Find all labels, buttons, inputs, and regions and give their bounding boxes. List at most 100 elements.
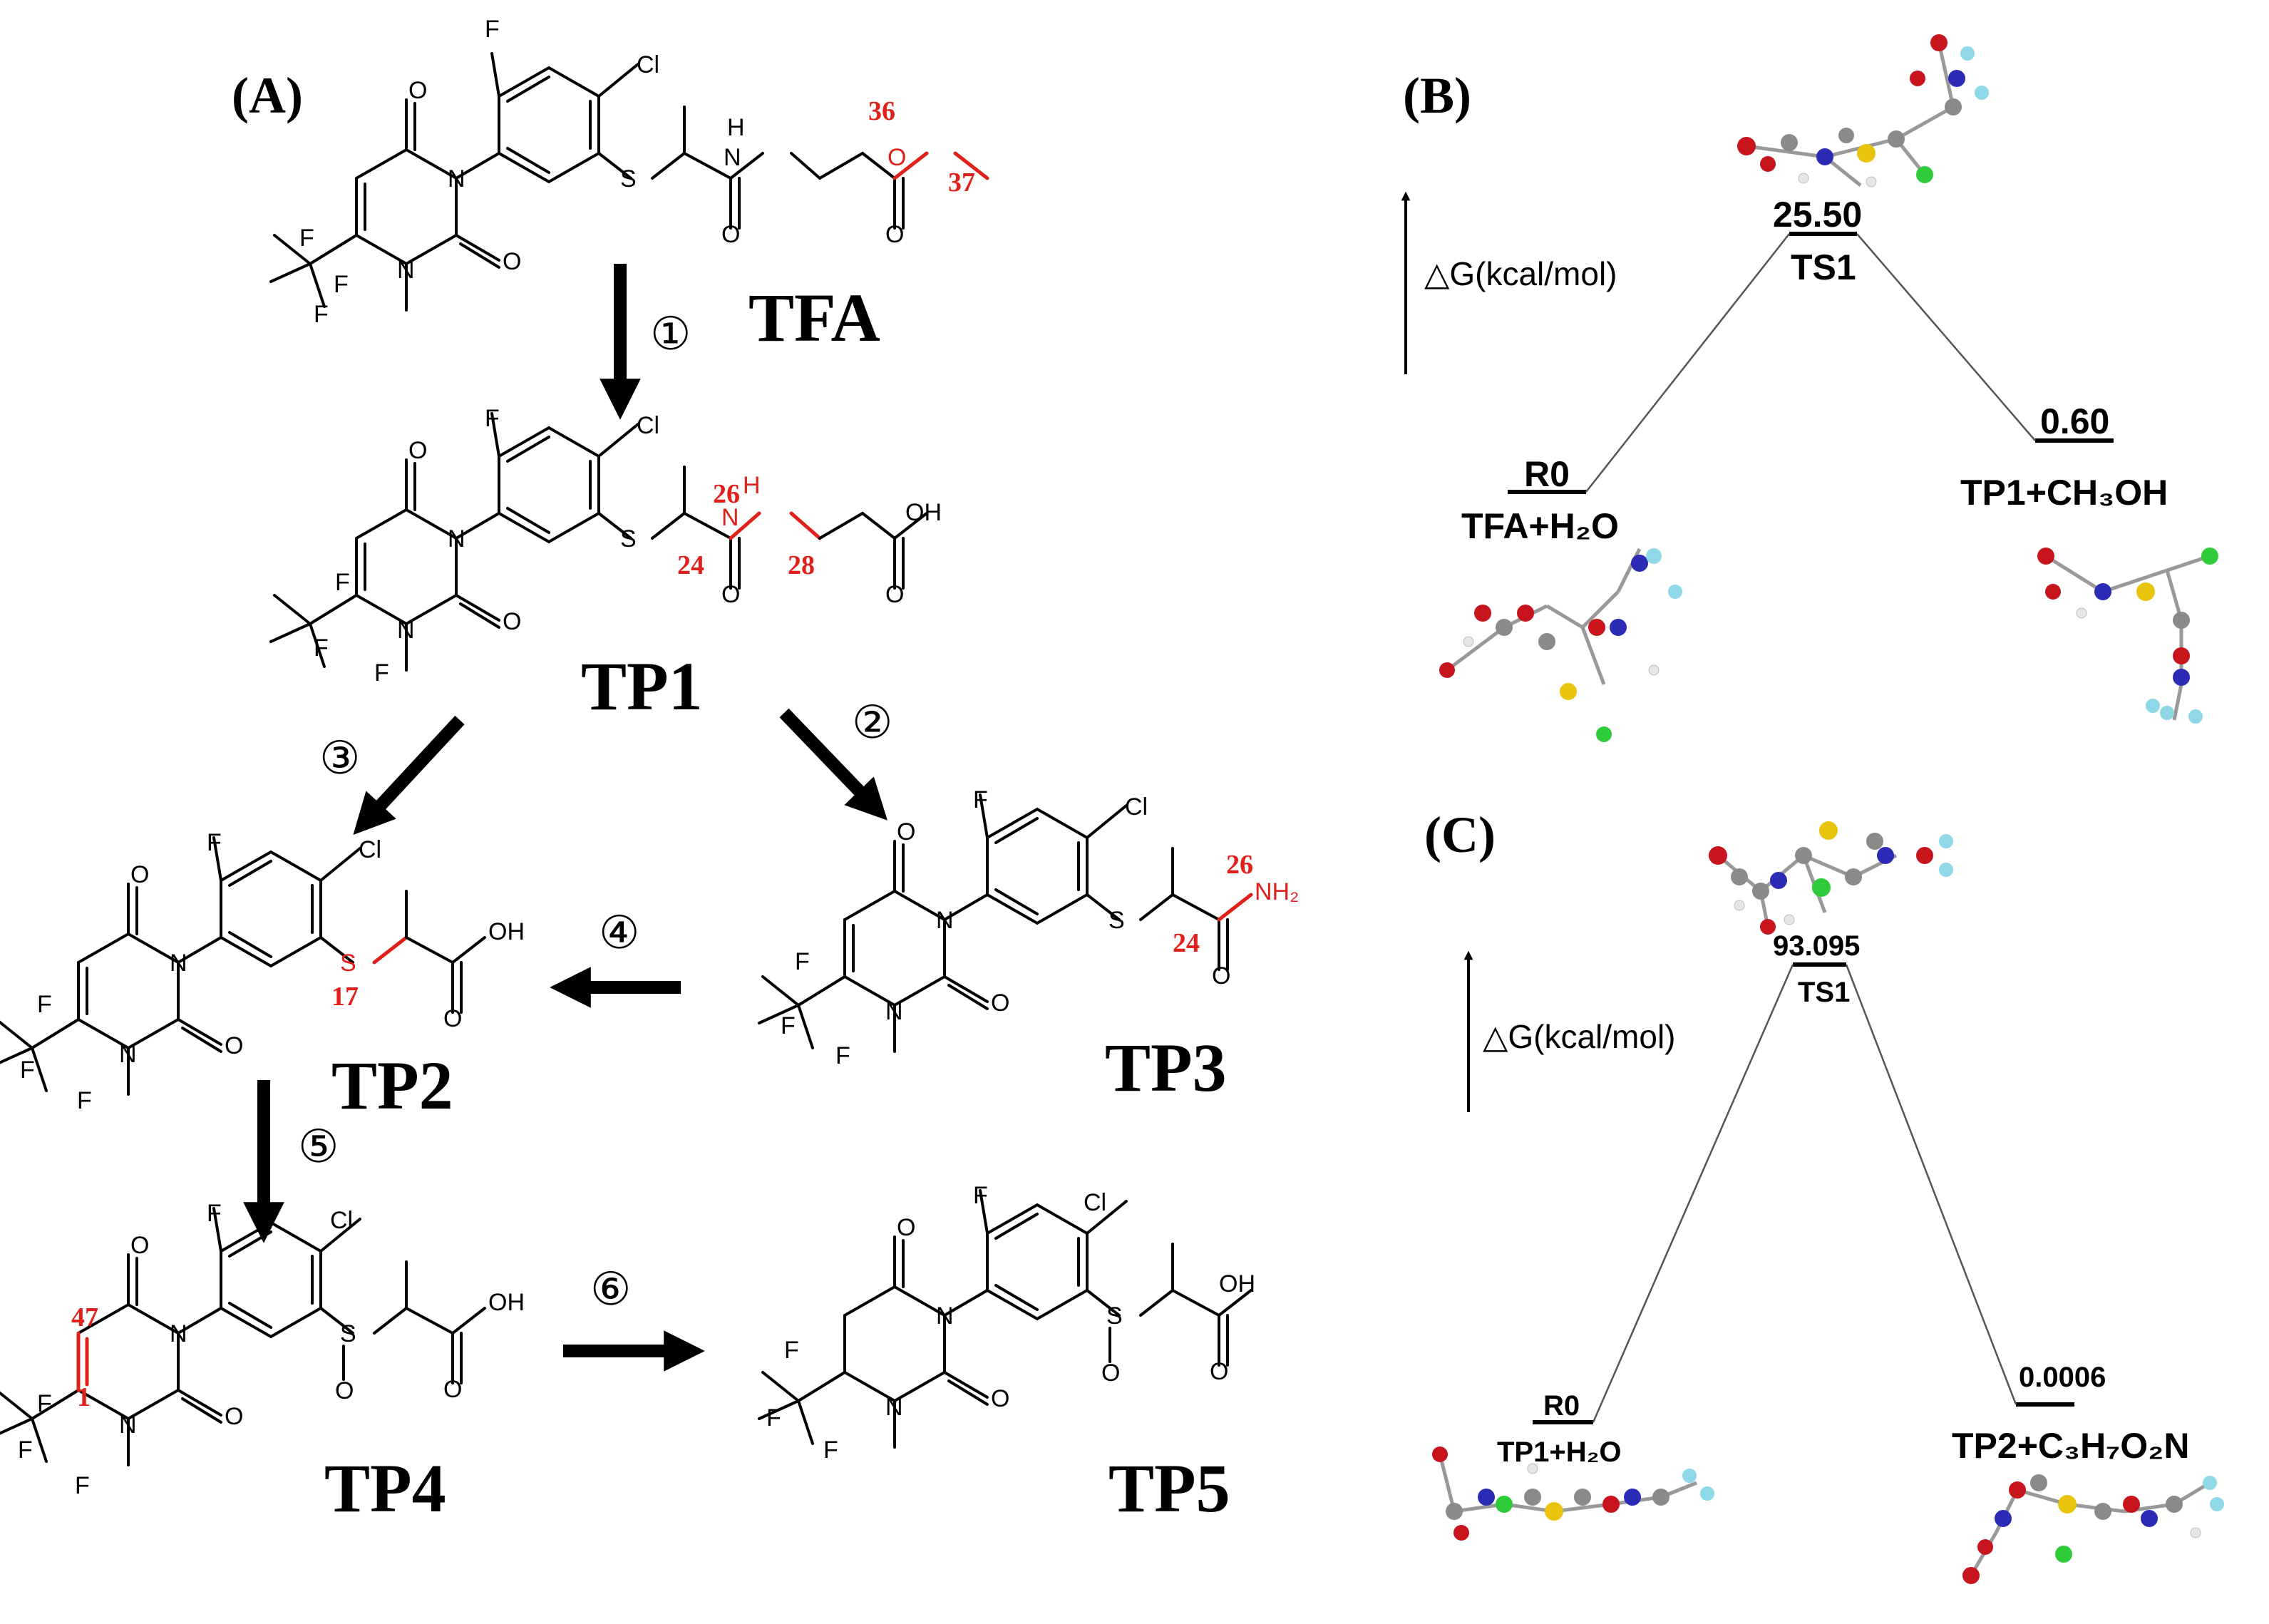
molecule-tfa xyxy=(269,52,989,312)
reaction-path xyxy=(1592,964,1794,1423)
atom-s: S xyxy=(620,525,637,553)
level-label-ts1: TS1 xyxy=(1791,247,1856,287)
species-label: TP1+CH₃OH xyxy=(1960,473,2168,513)
atom-o: O xyxy=(897,818,915,846)
atom-o: O xyxy=(721,581,740,608)
atom-o: O xyxy=(225,1403,243,1430)
species-label: TP2+C₃H₇O₂N xyxy=(1952,1426,2189,1466)
atom-f: F xyxy=(485,405,500,432)
atom-n: N xyxy=(119,1041,137,1068)
atom-o: O xyxy=(1210,1358,1228,1385)
atom-n: N xyxy=(170,1320,187,1347)
atom-n: N xyxy=(936,907,954,934)
atom-n: N xyxy=(397,257,415,284)
atom-f: F xyxy=(314,301,329,328)
atom-number: 24 xyxy=(1173,928,1200,958)
atom-f: F xyxy=(75,1472,90,1499)
atom-n: N xyxy=(936,1302,954,1330)
atom-f: F xyxy=(314,634,329,662)
molecule-model-ts1-c xyxy=(1709,821,1953,935)
atom-n: N xyxy=(448,525,465,553)
atom-f: F xyxy=(207,1200,222,1227)
atom-n: N xyxy=(119,1412,137,1439)
level-label-r0: R0 xyxy=(1524,454,1570,494)
atom-f: F xyxy=(335,569,350,596)
tp3-atom-labels: F Cl O N N O F F F S O NH₂ 26 24 xyxy=(781,786,1299,1069)
atom-o: O xyxy=(130,1232,149,1259)
atom-o: O xyxy=(408,77,427,104)
atom-n: N xyxy=(397,617,415,644)
atom-number: 47 xyxy=(71,1302,98,1332)
atom-o: O xyxy=(991,990,1009,1017)
energy-value: 0.0006 xyxy=(2019,1362,2106,1393)
atom-f: F xyxy=(18,1437,33,1464)
atom-number: 17 xyxy=(331,982,359,1012)
atom-o: O xyxy=(897,1214,915,1241)
species-label: TP1+H₂O xyxy=(1497,1437,1622,1468)
atom-number: 26 xyxy=(713,479,740,509)
atom-n: N xyxy=(170,950,187,977)
panel-a-label: (A) xyxy=(232,67,303,124)
atom-f: F xyxy=(766,1404,781,1432)
atom-number: 24 xyxy=(677,550,704,580)
molecule-model-ts1-b xyxy=(1737,34,1989,187)
atom-f: F xyxy=(299,225,314,252)
step-marker: ⑥ xyxy=(590,1263,631,1316)
tp1-atom-labels: F Cl O N N O F F F S N H O O OH 26 24 28 xyxy=(314,405,942,687)
atom-o: O xyxy=(408,437,427,464)
atom-n: N xyxy=(885,998,903,1025)
atom-o: O xyxy=(1212,962,1230,990)
atom-f: F xyxy=(973,1182,988,1209)
step-marker: ⑤ xyxy=(298,1121,339,1173)
molecule-name: TP4 xyxy=(324,1450,446,1526)
step-marker: ③ xyxy=(319,732,360,785)
step-marker: ② xyxy=(852,697,892,749)
atom-number: 36 xyxy=(868,96,895,126)
tp4-atom-labels: F Cl O N N O F F F S O O OH 47 1 xyxy=(18,1200,525,1499)
atom-o: O xyxy=(887,144,906,171)
level-label-ts1: TS1 xyxy=(1798,977,1850,1008)
reaction-path xyxy=(1585,233,1790,493)
atom-f: F xyxy=(77,1087,92,1114)
atom-f: F xyxy=(334,271,349,298)
atom-f: F xyxy=(485,16,500,43)
atom-f: F xyxy=(374,659,389,687)
atom-cl: Cl xyxy=(1084,1189,1106,1216)
atom-number: 37 xyxy=(948,168,975,197)
atom-number: 28 xyxy=(788,550,815,580)
atom-oh: OH xyxy=(488,918,525,945)
molecule-tp4 xyxy=(0,1207,486,1466)
molecule-tp5 xyxy=(758,1189,1252,1449)
atom-cl: Cl xyxy=(1125,793,1148,821)
atom-o: O xyxy=(225,1032,243,1059)
reaction-arrow xyxy=(353,715,465,836)
panel-c-label: (C) xyxy=(1424,806,1496,863)
atom-f: F xyxy=(823,1437,838,1464)
atom-cl: Cl xyxy=(330,1207,353,1234)
atom-oh: OH xyxy=(905,499,942,526)
atom-o: O xyxy=(885,581,904,608)
level-label-r0: R0 xyxy=(1543,1390,1580,1422)
atom-f: F xyxy=(781,1012,796,1039)
atom-n: N xyxy=(448,165,465,192)
molecule-name: TFA xyxy=(748,279,880,356)
atom-s: S xyxy=(340,1320,356,1347)
atom-cl: Cl xyxy=(637,412,659,439)
molecule-model-product-b xyxy=(2037,548,2218,724)
atom-number: 1 xyxy=(77,1382,91,1412)
energy-value: 0.60 xyxy=(2040,401,2109,441)
atom-o: O xyxy=(443,1376,462,1403)
molecule-name: TP3 xyxy=(1105,1029,1227,1106)
atom-o: O xyxy=(335,1377,354,1404)
reaction-path xyxy=(1845,964,2017,1405)
reaction-path xyxy=(1856,233,2036,441)
atom-f: F xyxy=(37,991,52,1018)
atom-h: H xyxy=(743,472,761,499)
atom-s: S xyxy=(1106,1302,1123,1330)
atom-nh2: NH₂ xyxy=(1255,878,1299,905)
atom-f: F xyxy=(835,1042,850,1069)
species-label: TFA+H₂O xyxy=(1461,506,1619,546)
energy-value: 93.095 xyxy=(1773,930,1860,962)
atom-h: H xyxy=(727,114,745,141)
